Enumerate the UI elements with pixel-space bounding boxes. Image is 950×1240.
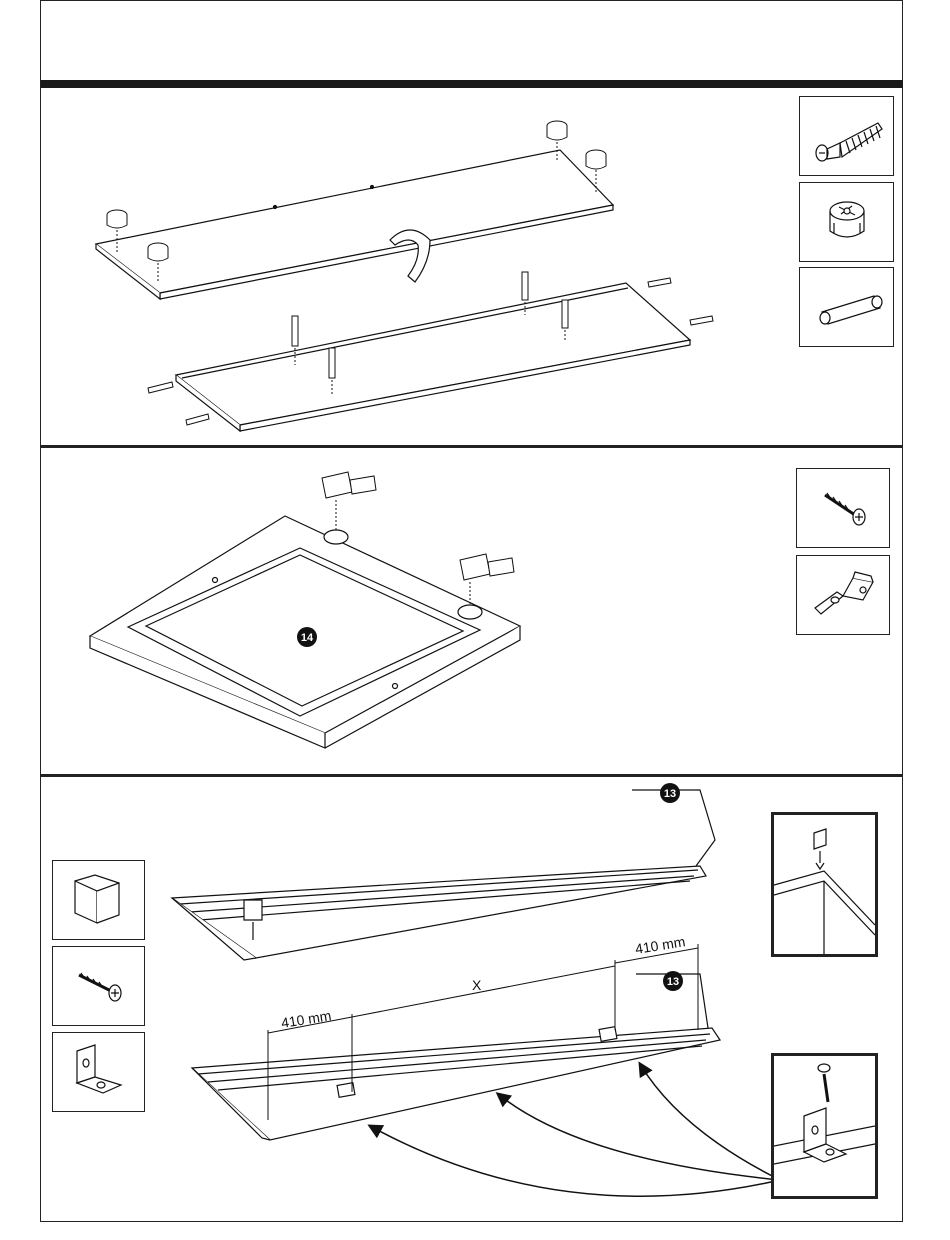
cornice-back-part-number: 13	[664, 788, 676, 800]
door-part-number: 14	[301, 632, 314, 644]
middle-span-dimension: X	[472, 977, 482, 993]
cornice-front-number-marker: 13	[663, 971, 683, 991]
bottom-panel	[176, 283, 690, 431]
corner-block-detail-box	[771, 812, 878, 957]
door-number-marker: 14	[297, 627, 317, 647]
right-offset-dimension: 410 mm	[634, 933, 686, 957]
top-panel	[96, 150, 613, 299]
cornice-front	[192, 974, 720, 1140]
cornice-front-part-number: 13	[667, 976, 679, 988]
bracket-detail	[774, 1056, 875, 1196]
cornice-back-number-marker: 13	[660, 783, 680, 803]
flip-arrow	[390, 230, 430, 282]
bracket-detail-box	[771, 1053, 878, 1199]
cornice-back	[172, 790, 715, 960]
corner-block-detail	[774, 815, 875, 954]
left-offset-dimension: 410 mm	[280, 1007, 332, 1031]
